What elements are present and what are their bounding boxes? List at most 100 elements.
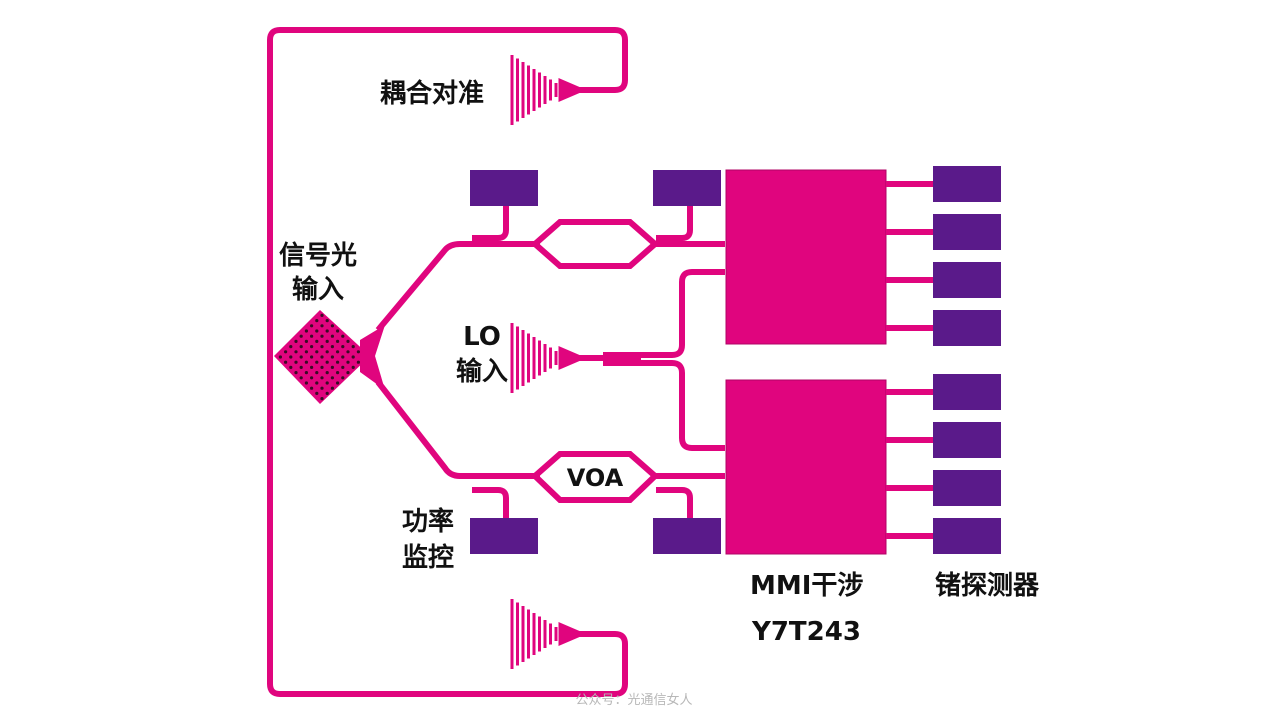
grating-hole xyxy=(325,329,329,333)
grating-hole xyxy=(315,350,319,354)
grating-hole xyxy=(304,371,308,375)
grating-hole xyxy=(299,355,303,359)
grating-hole xyxy=(310,334,314,338)
grating-hole xyxy=(336,360,340,364)
coupling-alignment-label: 耦合对准 xyxy=(380,78,484,109)
grating-hole xyxy=(346,360,350,364)
grating-hole xyxy=(320,386,324,390)
ge-detector-7 xyxy=(933,470,1001,506)
grating-hole xyxy=(341,355,345,359)
grating-hole xyxy=(346,371,350,375)
ge-detector-3 xyxy=(933,262,1001,298)
grating-hole xyxy=(356,350,360,354)
grating-hole xyxy=(294,360,298,364)
grating-hole xyxy=(310,376,314,380)
grating-hole xyxy=(351,355,355,359)
grating-hole xyxy=(310,324,314,328)
lo-input-label-2: 输入 xyxy=(456,356,508,387)
grating-hole xyxy=(320,324,324,328)
ge-detector-1 xyxy=(933,166,1001,202)
grating-hole xyxy=(346,350,350,354)
grating-hole xyxy=(346,339,350,343)
grating-hole xyxy=(284,350,288,354)
grating-hole xyxy=(278,355,282,359)
mmi-label-1: MMI干涉 xyxy=(750,571,863,601)
grating-hole xyxy=(320,365,324,369)
grating-hole xyxy=(356,360,360,364)
lo-splitter xyxy=(603,352,641,366)
grating-hole xyxy=(294,350,298,354)
grating-hole xyxy=(325,319,329,323)
grating-hole xyxy=(341,345,345,349)
grating-hole xyxy=(330,324,334,328)
grating-hole xyxy=(304,350,308,354)
grating-hole xyxy=(325,339,329,343)
grating-hole xyxy=(315,391,319,395)
ge-detector-5 xyxy=(933,374,1001,410)
grating-hole xyxy=(304,329,308,333)
monitor-pad xyxy=(653,518,721,554)
grating-hole xyxy=(315,339,319,343)
grating-hole xyxy=(325,350,329,354)
ge-detector-2 xyxy=(933,214,1001,250)
grating-hole xyxy=(320,397,324,401)
grating-taper xyxy=(558,78,580,102)
grating-hole xyxy=(315,329,319,333)
ge-detector-8 xyxy=(933,518,1001,554)
upper-mzi xyxy=(530,219,660,269)
voa-label: VOA xyxy=(567,464,624,492)
grating-hole xyxy=(310,386,314,390)
grating-hole xyxy=(341,334,345,338)
mmi-label-2: Y7T243 xyxy=(751,617,861,647)
grating-hole xyxy=(315,381,319,385)
mmi-upper xyxy=(725,169,887,345)
grating-hole xyxy=(320,345,324,349)
signal-lower-waveguide xyxy=(375,380,540,479)
signal-input-label-2: 输入 xyxy=(292,274,344,305)
grating-hole xyxy=(336,329,340,333)
grating-hole xyxy=(284,360,288,364)
alignment-loop-waveguide xyxy=(267,27,628,697)
grating-hole xyxy=(304,360,308,364)
grating-hole xyxy=(320,355,324,359)
grating-hole xyxy=(351,365,355,369)
grating-hole xyxy=(336,339,340,343)
detector-label: 锗探测器 xyxy=(935,571,1040,601)
grating-hole xyxy=(325,371,329,375)
grating-hole xyxy=(330,345,334,349)
monitor-pad xyxy=(470,170,538,206)
grating-hole xyxy=(310,355,314,359)
grating-hole xyxy=(330,334,334,338)
ge-detector-6 xyxy=(933,422,1001,458)
grating-hole xyxy=(289,365,293,369)
signal-input-label-1: 信号光 xyxy=(279,241,357,271)
grating-hole xyxy=(341,376,345,380)
grating-coupler-bottom xyxy=(510,599,580,669)
grating-hole xyxy=(320,313,324,317)
lo-input-label-1: LO xyxy=(463,322,501,352)
grating-hole xyxy=(304,339,308,343)
grating-hole xyxy=(325,381,329,385)
grating-hole xyxy=(330,365,334,369)
grating-hole xyxy=(325,391,329,395)
grating-taper xyxy=(558,622,580,646)
grating-hole xyxy=(330,386,334,390)
grating-hole xyxy=(315,371,319,375)
grating-hole xyxy=(320,376,324,380)
grating-hole xyxy=(310,345,314,349)
grating-hole xyxy=(304,381,308,385)
power-monitor-label-2: 监控 xyxy=(402,543,454,573)
grating-coupler-top xyxy=(510,55,580,125)
grating-hole xyxy=(330,355,334,359)
grating-hole xyxy=(330,376,334,380)
grating-hole xyxy=(336,381,340,385)
power-monitor-label-1: 功率 xyxy=(402,506,454,537)
grating-hole xyxy=(310,365,314,369)
signal-upper-waveguide xyxy=(375,241,540,332)
grating-hole xyxy=(299,376,303,380)
watermark-text: 公众号：光通信女人 xyxy=(575,693,693,708)
grating-hole xyxy=(299,345,303,349)
monitor-pad xyxy=(470,518,538,554)
grating-hole xyxy=(320,334,324,338)
